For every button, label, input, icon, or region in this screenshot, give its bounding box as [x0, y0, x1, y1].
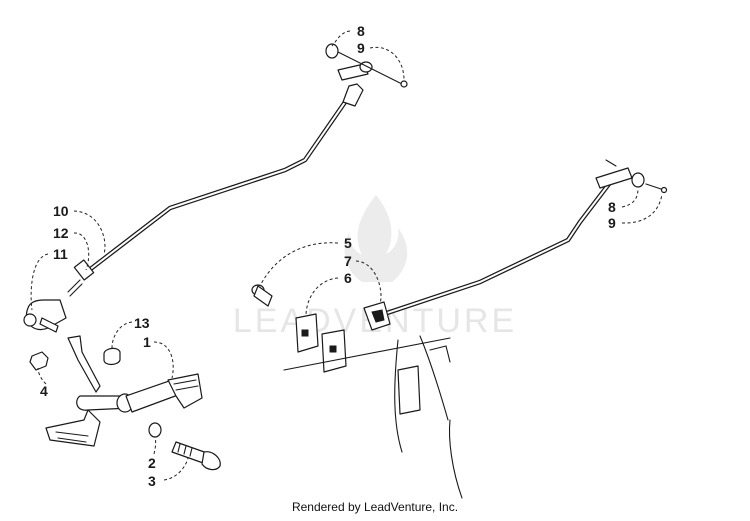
upper-brake-rod [81, 43, 408, 277]
callout-11: 11 [53, 246, 68, 262]
leader-6 [305, 277, 339, 317]
leader-7 [355, 260, 382, 305]
leader-top-8 [331, 30, 351, 47]
leader-right-9 [621, 193, 663, 224]
callout-2: 2 [148, 455, 156, 471]
callouts: 8 9 8 9 10 12 11 5 7 6 13 1 4 2 3 [30, 23, 663, 489]
leader-4 [37, 367, 47, 385]
leader-10 [73, 210, 106, 255]
callout-3: 3 [148, 473, 156, 489]
leader-2 [153, 436, 157, 455]
leader-13 [111, 321, 133, 349]
leader-5 [259, 242, 339, 287]
callout-4: 4 [40, 383, 48, 399]
rod-end-assembly [23, 259, 95, 333]
brake-pedal-assembly [29, 335, 221, 471]
leader-top-9 [369, 46, 405, 81]
leader-1 [153, 341, 174, 379]
callout-5: 5 [344, 235, 352, 251]
callout-12: 12 [53, 225, 69, 241]
footer-credit: Rendered by LeadVenture, Inc. [291, 500, 459, 514]
callout-top-8: 8 [357, 23, 365, 39]
callout-1: 1 [143, 334, 151, 350]
callout-10: 10 [53, 203, 69, 219]
leader-11 [30, 253, 49, 311]
leadventure-flame-logo [344, 195, 408, 282]
callout-7: 7 [344, 253, 352, 269]
callout-right-9: 9 [608, 215, 616, 231]
right-brake-rod [251, 159, 668, 499]
callout-13: 13 [134, 315, 150, 331]
callout-6: 6 [344, 270, 352, 286]
callout-top-9: 9 [357, 40, 365, 56]
callout-right-8: 8 [608, 199, 616, 215]
leader-12 [73, 232, 90, 271]
leader-3 [163, 457, 189, 481]
leader-right-8 [621, 187, 639, 208]
